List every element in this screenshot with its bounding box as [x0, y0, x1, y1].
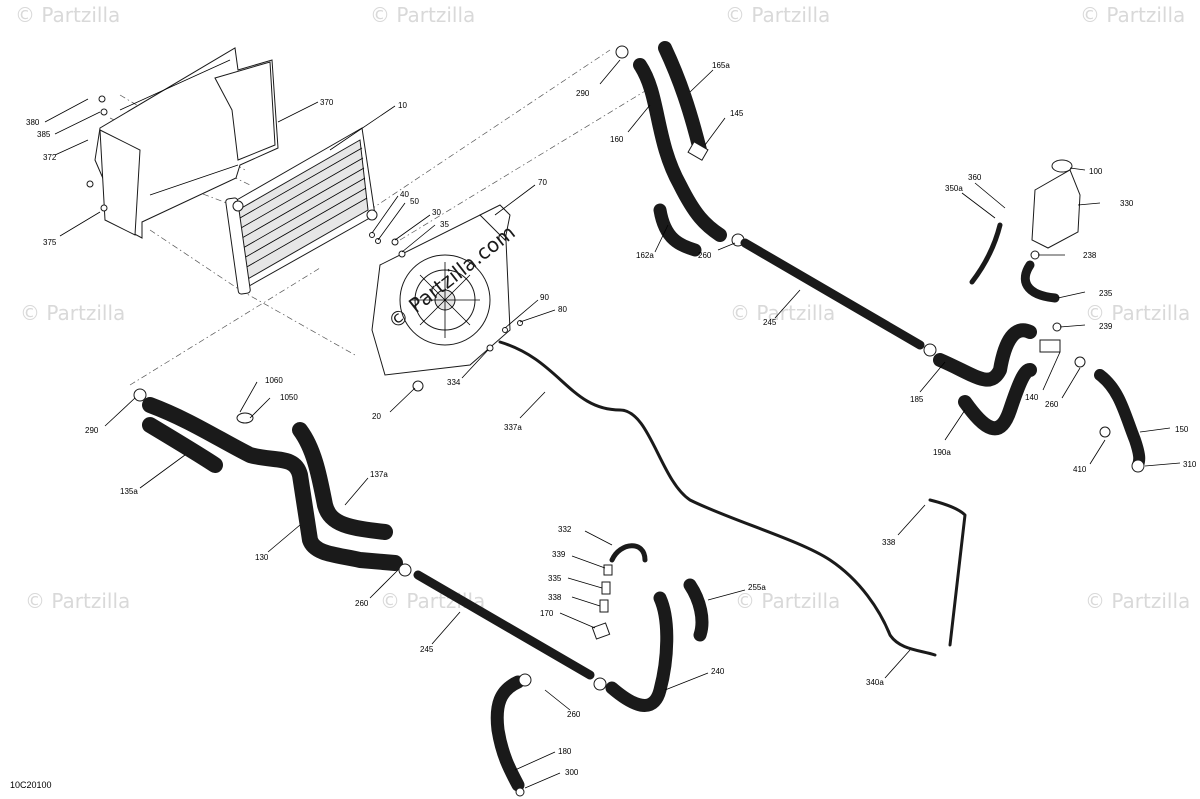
callout-label-385: 385 — [37, 130, 51, 139]
callout-label-80: 80 — [558, 305, 567, 314]
callout-label-162a: 162a — [636, 251, 654, 260]
fasteners — [369, 232, 523, 352]
callout-label-235: 235 — [1099, 289, 1113, 298]
callout-label-370: 370 — [320, 98, 334, 107]
callout-label-337a: 337a — [504, 423, 522, 432]
callout-label-100: 100 — [1089, 167, 1103, 176]
callout-label-35: 35 — [440, 220, 449, 229]
watermark-text: © Partzilla — [730, 301, 835, 325]
watermark-layer: © Partzilla © Partzilla © Partzilla © Pa… — [15, 3, 1190, 613]
fitting-stack — [591, 543, 648, 640]
callout-label-330: 330 — [1120, 199, 1134, 208]
callout-label-1060: 1060 — [265, 376, 283, 385]
callout-label-245: 245 — [763, 318, 777, 327]
callout-label-70: 70 — [538, 178, 547, 187]
callout-label-335: 335 — [548, 574, 562, 583]
watermark-text: © Partzilla — [1085, 589, 1190, 613]
callout-label-30: 30 — [432, 208, 441, 217]
callout-label-255a: 255a — [748, 583, 766, 592]
callout-label-50: 50 — [410, 197, 419, 206]
figure-id: 10C20100 — [10, 780, 52, 790]
callout-label-130: 130 — [255, 553, 269, 562]
pipe-lower — [413, 570, 595, 680]
bottom-hose — [490, 673, 532, 797]
callout-label-40: 40 — [400, 190, 409, 199]
callout-label-240: 240 — [711, 667, 725, 676]
left-hoses — [133, 388, 412, 577]
callout-label-338: 338 — [548, 593, 562, 602]
callout-label-180: 180 — [558, 747, 572, 756]
callout-label-372: 372 — [43, 153, 57, 162]
heat-shield — [86, 47, 279, 239]
watermark-text: © Partzilla — [1085, 301, 1190, 325]
watermark-text: © Partzilla — [370, 3, 475, 27]
upper-hoses — [615, 41, 745, 257]
callout-label-165a: 165a — [712, 61, 730, 70]
callout-label-20: 20 — [372, 412, 381, 421]
right-hoses — [933, 323, 1146, 473]
callout-label-290: 290 — [576, 89, 590, 98]
callout-label-375: 375 — [43, 238, 57, 247]
callout-labels: 380 385 372 375 370 10 40 50 30 35 70 90… — [26, 61, 1197, 777]
radiator — [225, 127, 378, 295]
callout-label-350a: 350a — [945, 184, 963, 193]
callout-label-145: 145 — [730, 109, 744, 118]
watermark-text: © Partzilla — [735, 589, 840, 613]
callout-label-300: 300 — [565, 768, 579, 777]
callout-label-90: 90 — [540, 293, 549, 302]
callout-label-332: 332 — [558, 525, 572, 534]
callout-label-380: 380 — [26, 118, 40, 127]
callout-leaders — [44, 59, 1181, 789]
callout-label-190a: 190a — [933, 448, 951, 457]
watermark-text: © Partzilla — [725, 3, 830, 27]
callout-label-410: 410 — [1073, 465, 1087, 474]
callout-label-1050: 1050 — [280, 393, 298, 402]
expansion-tank — [969, 159, 1081, 332]
callout-label-260: 260 — [1045, 400, 1059, 409]
bleed-tube — [498, 340, 967, 657]
watermark-text: © Partzilla — [25, 589, 130, 613]
callout-label-239: 239 — [1099, 322, 1113, 331]
watermark-text: © Partzilla — [20, 301, 125, 325]
callout-label-137a: 137a — [370, 470, 388, 479]
callout-label-160: 160 — [610, 135, 624, 144]
callout-label-150: 150 — [1175, 425, 1189, 434]
callout-label-10: 10 — [398, 101, 407, 110]
callout-label-340a: 340a — [866, 678, 884, 687]
callout-label-260: 260 — [698, 251, 712, 260]
callout-label-170: 170 — [540, 609, 554, 618]
lower-right-hoses — [593, 578, 709, 712]
callout-label-245: 245 — [420, 645, 434, 654]
radiator-fins — [239, 147, 368, 269]
callout-label-360: 360 — [968, 173, 982, 182]
watermark-text: © Partzilla — [15, 3, 120, 27]
callout-label-334: 334 — [447, 378, 461, 387]
callout-label-260: 260 — [567, 710, 581, 719]
callout-label-290: 290 — [85, 426, 99, 435]
callout-label-135a: 135a — [120, 487, 138, 496]
callout-label-338: 338 — [882, 538, 896, 547]
callout-label-238: 238 — [1083, 251, 1097, 260]
callout-label-140: 140 — [1025, 393, 1039, 402]
pipe-upper — [740, 238, 937, 357]
callout-label-260: 260 — [355, 599, 369, 608]
fan-shroud — [371, 204, 511, 392]
callout-label-185: 185 — [910, 395, 924, 404]
callout-label-310: 310 — [1183, 460, 1197, 469]
callout-label-339: 339 — [552, 550, 566, 559]
watermark-text: © Partzilla — [1080, 3, 1185, 27]
